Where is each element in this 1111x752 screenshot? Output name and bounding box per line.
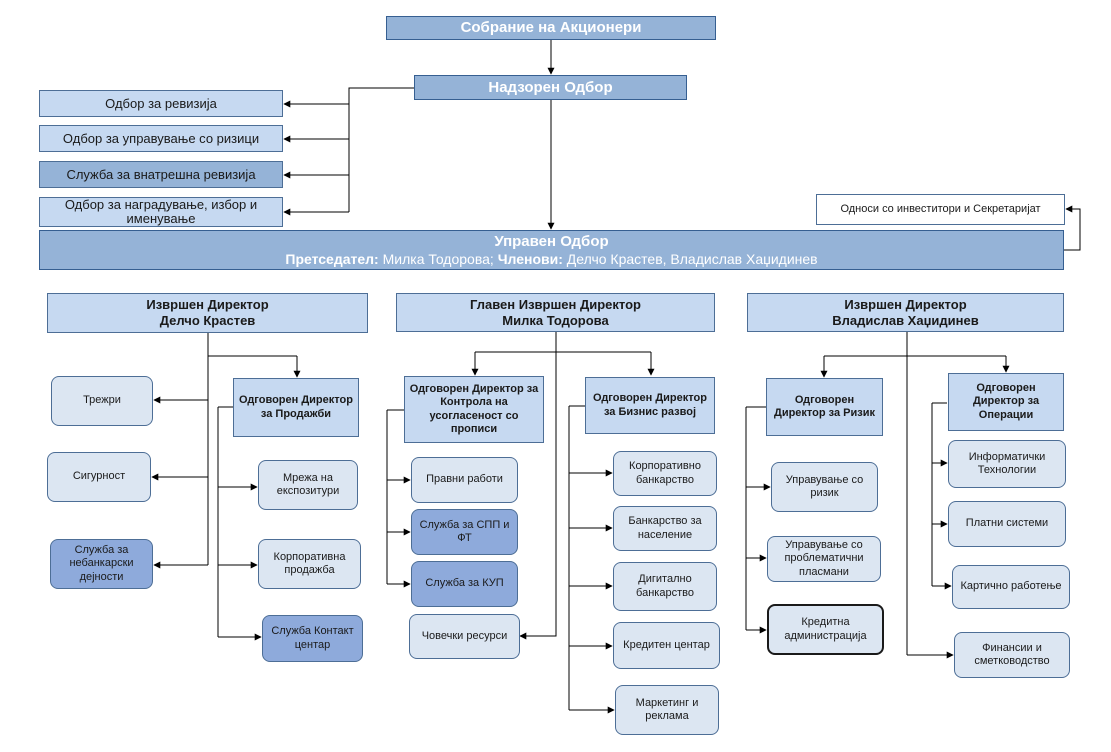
chair-label: Претседател: bbox=[285, 250, 379, 267]
contact-center-box: Служба Контакт центар bbox=[262, 615, 363, 662]
corporate-sales-box: Корпоративна продажба bbox=[258, 539, 361, 589]
exec-title: Извршен Директор bbox=[844, 296, 967, 312]
shareholders-assembly-box: Собрание на Акционери bbox=[386, 16, 716, 40]
problem-loans-box: Управување со проблематични пласмани bbox=[767, 536, 881, 582]
security-box: Сигурност bbox=[47, 452, 151, 502]
non-banking-service-box: Служба за небанкарски дејности bbox=[50, 539, 153, 589]
legal-affairs-box: Правни работи bbox=[411, 457, 518, 503]
risk-management-box: Управување со ризик bbox=[771, 462, 878, 512]
chair-name: Милка Тодорова; bbox=[382, 250, 494, 267]
kup-service-box: Служба за КУП bbox=[411, 561, 518, 607]
treasury-box: Трежри bbox=[51, 376, 153, 426]
exec-director-hadzhidinev-box: Извршен Директор Владислав Хаџидинев bbox=[747, 293, 1064, 332]
business-development-director-box: Одговорен Директор за Бизнис развој bbox=[585, 377, 715, 434]
retail-banking-box: Банкарство за население bbox=[613, 506, 717, 551]
compliance-director-box: Одговорен Директор за Контрола на усогла… bbox=[404, 376, 544, 443]
sales-director-box: Одговорен Директор за Продажби bbox=[233, 378, 359, 437]
members-label: Членови: bbox=[497, 250, 563, 267]
exec-name: Делчо Крастев bbox=[159, 313, 256, 328]
it-box: Информатички Технологии bbox=[948, 440, 1066, 488]
exec-title: Извршен Директор bbox=[146, 297, 269, 313]
credit-center-box: Кредитен центар bbox=[613, 622, 720, 669]
ceo-name: Милка Тодорова bbox=[502, 312, 609, 328]
operations-director-box: Одговорен Директор за Операции bbox=[948, 373, 1064, 431]
ceo-todorova-box: Главен Извршен Директор Милка Тодорова bbox=[396, 293, 715, 332]
exec-name: Владислав Хаџидинев bbox=[832, 312, 979, 328]
digital-banking-box: Дигитално банкарство bbox=[613, 562, 717, 611]
management-board-title: Управен Одбор bbox=[494, 232, 609, 250]
audit-committee-box: Одбор за ревизија bbox=[39, 90, 283, 117]
management-board-box: Управен Одбор Претседател: Милка Тодоров… bbox=[39, 230, 1064, 270]
internal-audit-box: Служба за внатрешна ревизија bbox=[39, 161, 283, 188]
finance-accounting-box: Финансии и сметководство bbox=[954, 632, 1070, 678]
members-names: Делчо Крастев, Владислав Хаџидинев bbox=[566, 250, 818, 267]
risk-director-box: Одговорен Директор за Ризик bbox=[766, 378, 883, 436]
payment-systems-box: Платни системи bbox=[948, 501, 1066, 547]
ceo-title: Главен Извршен Директор bbox=[470, 296, 641, 312]
investor-relations-box: Односи со инвеститори и Секретаријат bbox=[816, 194, 1065, 225]
credit-administration-box: Кредитна администрација bbox=[767, 604, 884, 655]
exec-director-krastev-box: Извршен Директор Делчо Крастев bbox=[47, 293, 368, 333]
corporate-banking-box: Корпоративно банкарство bbox=[613, 451, 717, 496]
marketing-box: Маркетинг и реклама bbox=[615, 685, 719, 735]
management-board-members: Претседател: Милка Тодорова; Членови: Де… bbox=[285, 251, 817, 268]
card-operations-box: Картично работење bbox=[952, 565, 1070, 609]
risk-committee-box: Одбор за управување со ризици bbox=[39, 125, 283, 152]
human-resources-box: Човечки ресурси bbox=[409, 614, 520, 659]
supervisory-board-box: Надзорен Одбор bbox=[414, 75, 687, 100]
remuneration-committee-box: Одбор за наградување, избор и именување bbox=[39, 197, 283, 227]
aml-service-box: Служба за СПП и ФТ bbox=[411, 509, 518, 555]
branch-network-box: Мрежа на експозитури bbox=[258, 460, 358, 510]
